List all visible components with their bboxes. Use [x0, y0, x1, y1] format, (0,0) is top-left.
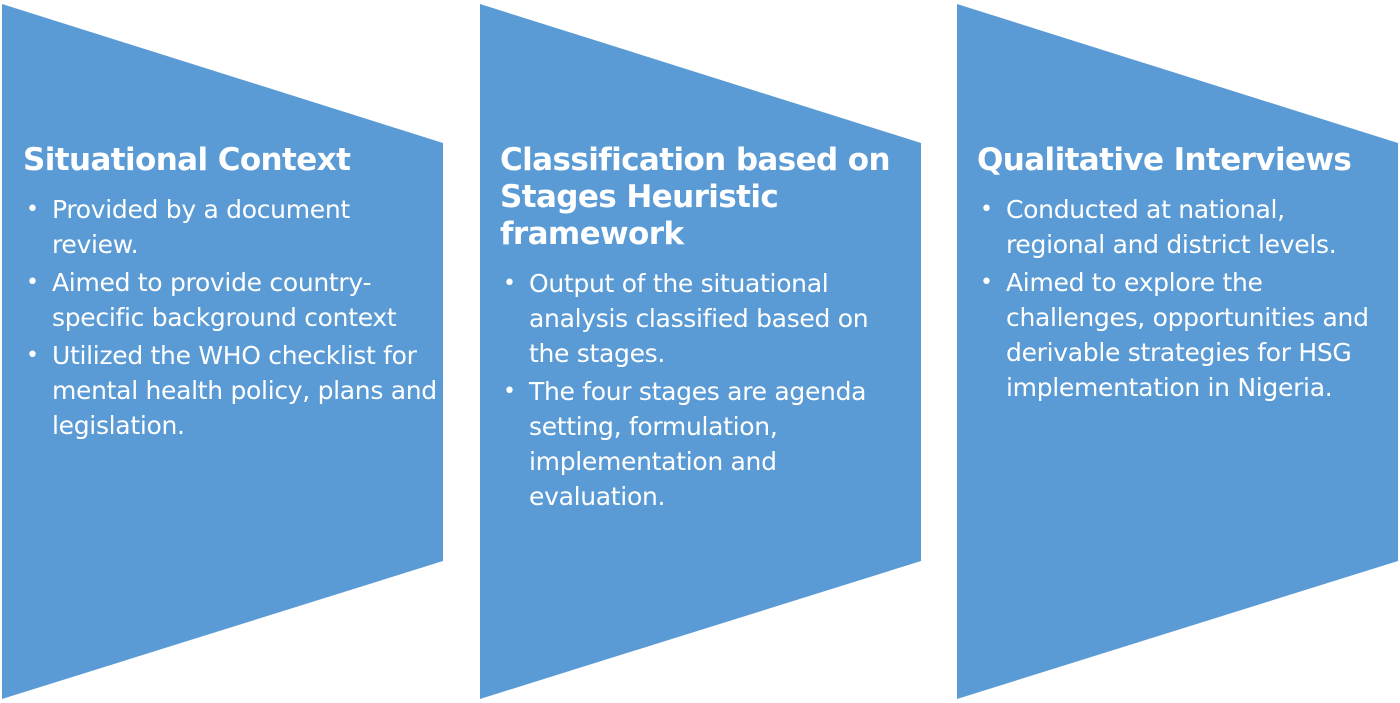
panel-2-title: Classification based on Stages Heuristic…	[500, 142, 891, 252]
panel-classification: Classification based on Stages Heuristic…	[500, 142, 900, 517]
panel-1-bullets: Provided by a document review. Aimed to …	[23, 192, 438, 443]
bullet-item: Output of the situational analysis class…	[500, 266, 900, 371]
panel-3-title: Qualitative Interviews	[977, 142, 1352, 178]
bullet-item: Aimed to explore the challenges, opportu…	[977, 265, 1382, 405]
bullet-item: Utilized the WHO checklist for mental he…	[23, 338, 438, 443]
panel-3-bullets: Conducted at national, regional and dist…	[977, 192, 1382, 405]
bullet-item: Provided by a document review.	[23, 192, 438, 262]
bullet-item: The four stages are agenda setting, form…	[500, 374, 900, 514]
panel-situational-context: Situational Context Provided by a docume…	[23, 142, 438, 446]
panel-2-bullets: Output of the situational analysis class…	[500, 266, 900, 514]
panel-1-title: Situational Context	[23, 142, 351, 178]
bullet-item: Conducted at national, regional and dist…	[977, 192, 1382, 262]
panel-qualitative-interviews: Qualitative Interviews Conducted at nati…	[977, 142, 1382, 408]
bullet-item: Aimed to provide country-specific backgr…	[23, 265, 438, 335]
